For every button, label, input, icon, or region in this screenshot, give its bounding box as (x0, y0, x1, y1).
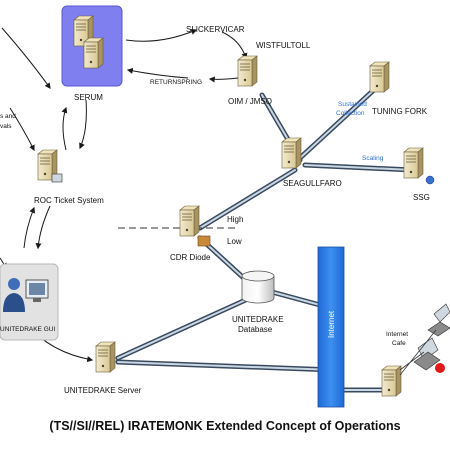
cdr-diode-node: CDR Diode (170, 205, 211, 262)
partial-left-label-1: s and (0, 113, 16, 120)
ssg-disk-icon (425, 175, 435, 185)
cdr-diode-server-icon (179, 205, 200, 237)
serum-node: SERUM (61, 5, 123, 102)
ssg-server-icon (403, 147, 424, 179)
unitedrake-server-label: UNITEDRAKE Server (64, 386, 142, 395)
laptop-icon-2 (413, 337, 441, 371)
internet-label: Internet (327, 310, 336, 338)
high-label: High (227, 215, 243, 224)
internet-cafe-server-icon (381, 365, 402, 397)
seagullfaro-node: SEAGULLFARO (281, 137, 342, 188)
arrow-left-to-roc (9, 107, 35, 152)
internet-cloud-bar: Internet (317, 246, 345, 408)
partial-left-label-2: vals (0, 123, 12, 130)
internet-cafe-label-1: Internet (386, 331, 408, 338)
oim-jmsq-label: OIM / JMSQ (228, 97, 272, 106)
unitedrake-database-label-1: UNITEDRAKE (232, 315, 284, 324)
arrow-returnspring-to-serum (126, 67, 189, 79)
arrow-serum-to-returnspring (125, 29, 198, 42)
scaling-label: Scaling (362, 155, 384, 162)
tuning-fork-label: TUNING FORK (372, 107, 428, 116)
roc-monitor-icon (51, 173, 63, 183)
cdr-diode-label: CDR Diode (170, 253, 211, 262)
roc-ticket-system-label: ROC Ticket System (34, 196, 104, 205)
tuning-fork-node: TUNING FORK (369, 61, 428, 116)
internet-cafe-label-2: Cafe (392, 340, 406, 347)
internet-cafe-node: Internet Cafe (381, 303, 450, 397)
cdr-diode-device-icon (197, 235, 211, 247)
low-label: Low (227, 237, 242, 246)
user-icon (3, 278, 25, 312)
unitedrake-database-label-2: Database (238, 325, 273, 334)
arrow-top-left-to-serum (1, 27, 51, 89)
arrow-slickervicar-to-oim (221, 31, 248, 60)
diagram-caption: (TS//SI//REL) IRATEMONK Extended Concept… (49, 419, 401, 433)
network-links (115, 85, 415, 393)
arrow-roc-to-serum (61, 106, 68, 151)
oim-jmsq-server-icon (237, 55, 258, 87)
unitedrake-server-node: UNITEDRAKE Server (64, 341, 142, 395)
sustained-collection-label-2: Collection (336, 110, 365, 117)
slickervicar-label: SLICKERVICAR (186, 25, 245, 34)
sustained-collection-label-1: Sustained (338, 101, 367, 108)
unitedrake-database-node: UNITEDRAKE Database (232, 270, 284, 334)
unitedrake-gui-label: UNITEDRAKE GUI (0, 326, 55, 333)
serum-label: SERUM (74, 93, 103, 102)
seagullfaro-server-icon (281, 137, 302, 169)
ssg-label: SSG (413, 193, 430, 202)
returnspring-label: RETURNSPRING (150, 79, 202, 86)
arrow-serum-to-roc (79, 99, 87, 150)
arrow-gui-to-roc (23, 206, 36, 249)
oim-jmsq-node: OIM / JMSQ (228, 55, 272, 106)
database-cylinder-icon (241, 276, 275, 304)
roc-ticket-system-node: ROC Ticket System (34, 149, 104, 205)
tuning-fork-server-icon (369, 61, 390, 93)
laptop-icon (427, 303, 450, 337)
unitedrake-gui-node: UNITEDRAKE GUI (0, 263, 59, 341)
serum-server-icon-2 (83, 37, 104, 69)
arrow-roc-to-gui (35, 205, 51, 250)
seagullfaro-label: SEAGULLFARO (283, 179, 342, 188)
wistfultoll-label: WISTFULTOLL (256, 41, 311, 50)
cafe-links (399, 329, 437, 376)
red-alert-dot-icon (435, 363, 445, 373)
arrow-oim-to-returnspring (208, 76, 239, 83)
ssg-node: SSG (403, 147, 435, 202)
unitedrake-server-icon (95, 341, 116, 373)
